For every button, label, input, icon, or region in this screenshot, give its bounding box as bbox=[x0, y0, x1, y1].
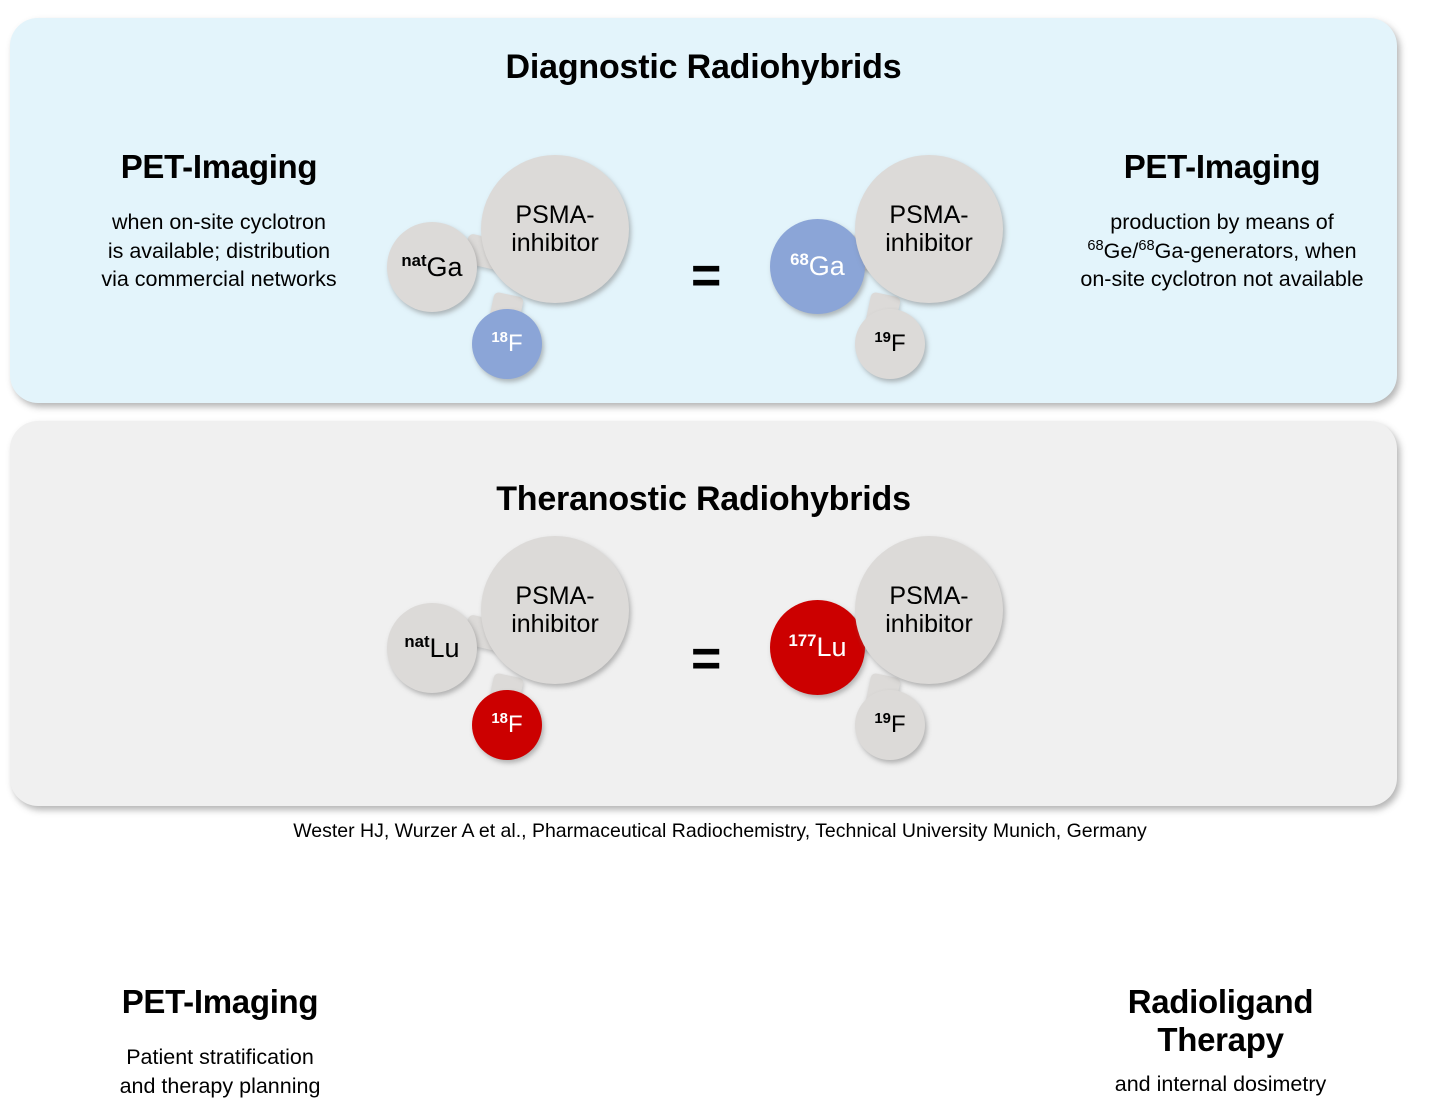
diagnostic-right-body-line-2: 68Ge/68Ga-generators, when bbox=[1042, 237, 1402, 265]
diagnostic-equals-sign: = bbox=[691, 247, 722, 305]
panel-theranostic-radiohybrids: Theranostic Radiohybrids PET-Imaging Pat… bbox=[10, 421, 1397, 1098]
text-ga-generators: Ga-generators, when bbox=[1154, 238, 1357, 263]
node-psma-inhibitor: PSMA- inhibitor bbox=[481, 536, 629, 684]
panel-diagnostic-radiohybrids: Diagnostic Radiohybrids PET-Imaging when… bbox=[10, 18, 1397, 403]
node-psma-label: PSMA- inhibitor bbox=[511, 201, 599, 257]
panel-title-diagnostic: Diagnostic Radiohybrids bbox=[505, 48, 902, 86]
theranostic-equals-sign: = bbox=[691, 630, 722, 688]
diagnostic-right-body-line-3: on-site cyclotron not available bbox=[1080, 267, 1364, 292]
psma-line-1: PSMA- bbox=[515, 582, 595, 610]
node-nat-ga: natGa bbox=[387, 222, 477, 312]
text-ge: Ge/ bbox=[1103, 238, 1139, 263]
sup-nat: nat bbox=[404, 631, 430, 651]
theranostic-left-body-line-1: Patient stratification bbox=[126, 1045, 314, 1070]
node-f-19: 19F bbox=[855, 309, 925, 379]
theranostic-right-heading-line-2: Therapy bbox=[1157, 1021, 1284, 1059]
footer-attribution: Wester HJ, Wurzer A et al., Pharmaceutic… bbox=[293, 820, 1147, 842]
element-ga: Ga bbox=[808, 251, 845, 282]
node-f-18: 18F bbox=[472, 309, 542, 379]
theranostic-left-text-block: PET-Imaging Patient stratification and t… bbox=[50, 983, 390, 1100]
diagnostic-left-body-line-2: is available; distribution bbox=[107, 238, 331, 263]
psma-line-1: PSMA- bbox=[889, 201, 969, 229]
element-f: F bbox=[507, 710, 523, 738]
theranostic-left-body: Patient stratification and therapy plann… bbox=[50, 1043, 390, 1100]
psma-line-2: inhibitor bbox=[885, 610, 973, 638]
theranostic-right-body: and internal dosimetry bbox=[1038, 1070, 1403, 1098]
sup-68: 68 bbox=[790, 250, 809, 270]
sup-nat: nat bbox=[401, 250, 427, 270]
sup-ga68: 68 bbox=[1138, 237, 1155, 254]
diagnostic-left-text-block: PET-Imaging when on-site cyclotron is av… bbox=[44, 148, 394, 293]
diagnostic-left-body-line-1: when on-site cyclotron bbox=[112, 210, 326, 235]
theranostic-right-heading-line-1: Radioligand bbox=[1127, 983, 1314, 1020]
node-psma-label: PSMA- inhibitor bbox=[885, 201, 973, 257]
theranostic-right-body-line-1: and internal dosimetry bbox=[1114, 1071, 1327, 1096]
diagnostic-left-heading: PET-Imaging bbox=[120, 148, 318, 185]
diagnostic-right-body-line-1: production by means of bbox=[1110, 210, 1334, 235]
node-ga-68: 68Ga bbox=[770, 219, 865, 314]
node-f-18-label: 18F bbox=[491, 710, 523, 739]
node-f-19-label: 19F bbox=[874, 710, 906, 739]
node-nat-lu: natLu bbox=[387, 603, 477, 693]
node-psma-inhibitor: PSMA- inhibitor bbox=[855, 536, 1003, 684]
theranostic-left-body-line-2: and therapy planning bbox=[119, 1073, 321, 1098]
node-lu-177: 177Lu bbox=[770, 600, 865, 695]
node-psma-label: PSMA- inhibitor bbox=[885, 582, 973, 638]
node-psma-label: PSMA- inhibitor bbox=[511, 582, 599, 638]
node-f-19-label: 19F bbox=[874, 329, 906, 358]
element-ga: Ga bbox=[426, 251, 463, 282]
sup-177: 177 bbox=[788, 631, 817, 651]
psma-line-2: inhibitor bbox=[511, 610, 599, 638]
theranostic-left-heading: PET-Imaging bbox=[121, 983, 319, 1020]
element-lu: Lu bbox=[816, 632, 847, 663]
theranostic-right-heading: Radioligand Therapy bbox=[1038, 983, 1403, 1060]
diagnostic-right-heading: PET-Imaging bbox=[1123, 148, 1321, 185]
node-f-19: 19F bbox=[855, 690, 925, 760]
node-f-18-label: 18F bbox=[491, 329, 523, 358]
node-nat-lu-label: natLu bbox=[404, 633, 459, 663]
psma-line-1: PSMA- bbox=[515, 201, 595, 229]
node-psma-inhibitor: PSMA- inhibitor bbox=[481, 155, 629, 303]
sup-18: 18 bbox=[491, 329, 508, 346]
node-lu-177-label: 177Lu bbox=[789, 632, 847, 662]
sup-19: 19 bbox=[874, 710, 891, 727]
diagnostic-left-body-line-3: via commercial networks bbox=[101, 267, 337, 292]
psma-line-1: PSMA- bbox=[889, 582, 969, 610]
panel-title-theranostic: Theranostic Radiohybrids bbox=[496, 480, 911, 518]
diagnostic-left-body: when on-site cyclotron is available; dis… bbox=[44, 208, 394, 293]
element-lu: Lu bbox=[429, 632, 460, 663]
psma-line-2: inhibitor bbox=[885, 229, 973, 257]
node-nat-ga-label: natGa bbox=[401, 252, 462, 282]
sup-18: 18 bbox=[491, 710, 508, 727]
diagnostic-right-body: production by means of 68Ge/68Ga-generat… bbox=[1042, 208, 1402, 293]
theranostic-right-text-block: Radioligand Therapy and internal dosimet… bbox=[1038, 983, 1403, 1098]
element-f: F bbox=[890, 710, 906, 738]
element-f: F bbox=[890, 329, 906, 357]
node-ga-68-label: 68Ga bbox=[790, 251, 845, 281]
sup-ge68: 68 bbox=[1087, 237, 1104, 254]
node-f-18: 18F bbox=[472, 690, 542, 760]
sup-19: 19 bbox=[874, 329, 891, 346]
element-f: F bbox=[507, 329, 523, 357]
diagnostic-right-text-block: PET-Imaging production by means of 68Ge/… bbox=[1042, 148, 1402, 293]
psma-line-2: inhibitor bbox=[511, 229, 599, 257]
node-psma-inhibitor: PSMA- inhibitor bbox=[855, 155, 1003, 303]
